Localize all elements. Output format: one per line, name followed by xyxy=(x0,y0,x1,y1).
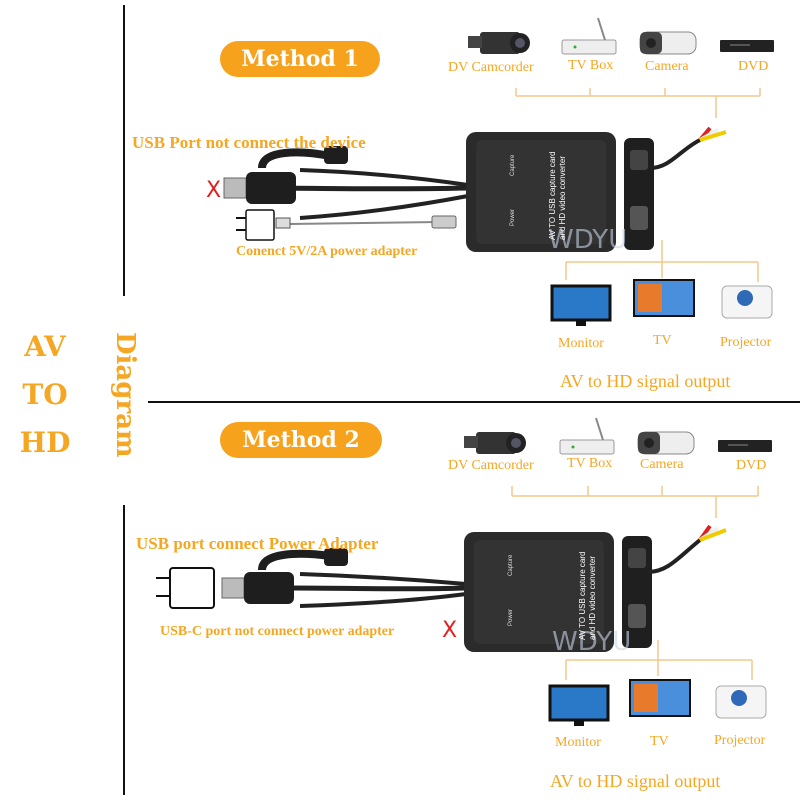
dvd-player-icon xyxy=(718,440,772,452)
m1-source-dv-camcorder: DV Camcorder xyxy=(448,60,534,75)
m1-device-label-line2: and HD video converter xyxy=(558,155,567,240)
m2-device-label: AV TO USB capture card and HD video conv… xyxy=(578,552,598,640)
projector-icon xyxy=(715,685,767,719)
m1-output-monitor: Monitor xyxy=(558,336,604,351)
tv-icon xyxy=(629,679,691,717)
m1-device-label: AV TO USB capture card and HD video conv… xyxy=(548,152,568,240)
camera-icon xyxy=(637,431,695,455)
monitor-icon xyxy=(550,284,612,326)
m2-source-lines xyxy=(511,486,759,680)
m2-output-projector: Projector xyxy=(714,733,766,748)
m2-capture-text: Capture xyxy=(508,554,514,576)
m1-output-caption: AV to HD signal output xyxy=(560,371,731,391)
m1-source-dvd: DVD xyxy=(738,59,769,74)
dvd-player-icon xyxy=(720,40,774,52)
m1-x-mark: X xyxy=(206,178,222,203)
method1-pill: Method 1 xyxy=(220,41,380,77)
m1-capture-text: Capture xyxy=(510,154,516,176)
camcorder-icon xyxy=(468,32,530,54)
m1-watermark: WDYU xyxy=(548,225,627,255)
m2-source-tv-box: TV Box xyxy=(567,456,613,471)
side-title-diagram: Diagram xyxy=(110,332,140,458)
m1-source-lines xyxy=(515,88,761,282)
m2-source-dv-camcorder: DV Camcorder xyxy=(448,458,534,473)
m2-device-label-line2: and HD video converter xyxy=(588,555,597,640)
camcorder-icon xyxy=(464,432,526,454)
tv-icon xyxy=(633,279,695,317)
m1-output-projector: Projector xyxy=(720,335,772,350)
m2-output-monitor: Monitor xyxy=(555,735,601,750)
tv-box-icon xyxy=(559,417,615,455)
monitor-icon xyxy=(548,684,610,726)
m2-output-caption: AV to HD signal output xyxy=(550,771,721,791)
m1-device-group: WDYU xyxy=(223,17,774,326)
m1-source-tv-box: TV Box xyxy=(568,58,614,73)
m1-power-note: Conenct 5V/2A power adapter xyxy=(236,244,418,259)
method2-pill: Method 2 xyxy=(220,422,382,458)
m2-output-tv: TV xyxy=(650,734,669,749)
m1-usb-note: USB Port not connect the device xyxy=(132,133,366,152)
m2-source-camera: Camera xyxy=(640,457,684,472)
m2-device-label-line1: AV TO USB capture card xyxy=(578,551,587,640)
m2-usb-note: USB port connect Power Adapter xyxy=(136,534,379,553)
m2-power-text: Power xyxy=(508,608,514,626)
m2-device-group: WDYU xyxy=(156,417,772,726)
side-title-av: AV xyxy=(24,330,66,363)
m2-watermark: WDYU xyxy=(552,627,631,657)
m2-usbc-note: USB-C port not connect power adapter xyxy=(160,624,395,639)
side-title-to: TO xyxy=(22,378,68,411)
m1-power-text: Power xyxy=(510,208,516,226)
m1-source-camera: Camera xyxy=(645,59,689,74)
m1-output-tv: TV xyxy=(653,333,672,348)
projector-icon xyxy=(721,285,773,319)
m2-source-dvd: DVD xyxy=(736,458,767,473)
camera-icon xyxy=(639,31,697,55)
side-title-hd: HD xyxy=(19,426,71,459)
tv-box-icon xyxy=(561,17,617,55)
m2-x-mark: X xyxy=(442,618,458,643)
m1-device-label-line1: AV TO USB capture card xyxy=(548,151,557,240)
